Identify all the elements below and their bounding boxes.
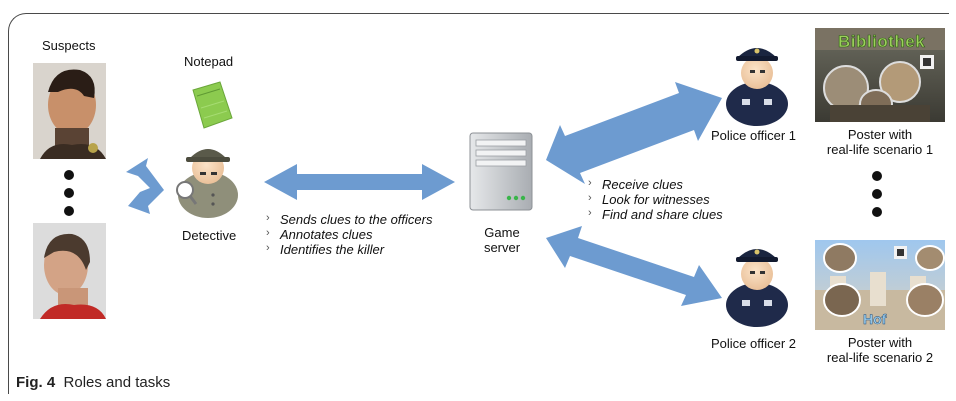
server-icon	[469, 132, 533, 211]
poster-2-label-line2: real-life scenario 2	[826, 350, 934, 365]
officer-task-list: Receive clues Look for witnesses Find an…	[588, 176, 723, 222]
figure-caption-text: Roles and tasks	[63, 374, 171, 391]
detective-server-arrow-icon	[264, 164, 455, 200]
notepad-label: Notepad	[184, 54, 234, 69]
detective-task: Identifies the killer	[266, 241, 432, 257]
notepad-icon	[192, 81, 233, 129]
poster-1-label-line1: Poster with	[847, 127, 913, 142]
officer-task: Receive clues	[588, 176, 723, 192]
suspect-photo-1	[33, 63, 106, 159]
suspect-detective-arrow-icon	[126, 158, 164, 214]
police-officer-2-icon	[726, 249, 788, 327]
poster-1-sign: Bibliothek	[838, 32, 926, 52]
game-server-label-line1: Game	[484, 225, 520, 240]
suspect-photo-2	[33, 223, 106, 319]
detective-task: Annotates clues	[266, 226, 432, 242]
detective-label: Detective	[182, 228, 237, 243]
poster-1-label-line2: real-life scenario 1	[826, 142, 934, 157]
figure-label: Fig. 4	[16, 374, 56, 391]
detective-task: Sends clues to the officers	[266, 211, 432, 227]
poster-2-label-line1: Poster with	[847, 335, 913, 350]
poster-2-label: Poster with real-life scenario 2	[810, 335, 950, 365]
figure-frame	[8, 13, 949, 394]
poster-2-image	[815, 240, 945, 330]
officer-task: Look for witnesses	[588, 191, 723, 207]
suspects-ellipsis-icon	[64, 170, 74, 216]
figure-caption: Fig. 4 Roles and tasks	[16, 374, 170, 391]
police-officer-2-label: Police officer 2	[711, 336, 797, 351]
detective-task-list: Sends clues to the officers Annotates cl…	[266, 211, 432, 257]
posters-ellipsis-icon	[872, 171, 882, 217]
police-officer-1-icon	[726, 48, 788, 126]
poster-1-label: Poster with real-life scenario 1	[810, 127, 950, 157]
game-server-label: Game server	[472, 225, 532, 255]
poster-2-sign: Hof	[863, 311, 887, 328]
server-officer2-arrow-icon	[546, 226, 722, 306]
game-server-label-line2: server	[483, 240, 521, 255]
suspects-label: Suspects	[42, 38, 96, 53]
officer-task: Find and share clues	[588, 206, 723, 222]
poster-1-image	[815, 28, 945, 122]
detective-icon	[176, 149, 238, 218]
police-officer-1-label: Police officer 1	[711, 128, 797, 143]
server-officer1-arrow-icon	[546, 82, 722, 184]
